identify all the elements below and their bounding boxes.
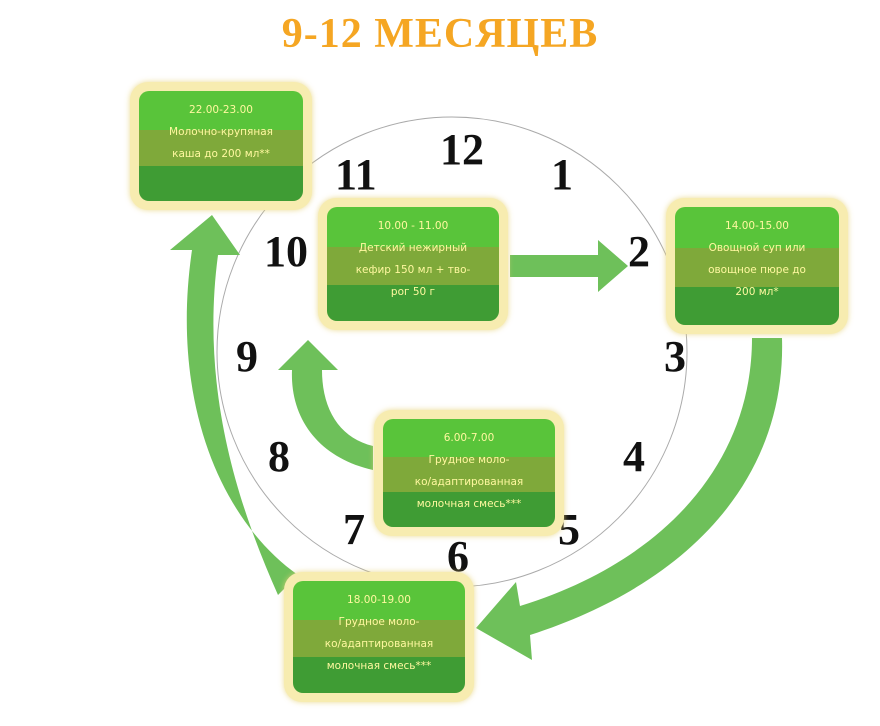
meal-line: каша до 200 мл**: [172, 148, 270, 160]
arrow-morning-to-late-morning: [278, 340, 373, 470]
meal-line: рог 50 г: [390, 286, 436, 298]
meal-card-late-morning: 10.00 - 11.00 Детский нежирный кефир 150…: [318, 198, 508, 330]
arrow-evening-to-night: [170, 215, 298, 595]
clock-number-7: 7: [343, 505, 365, 554]
arrow-to-afternoon: [510, 240, 628, 292]
meal-card-night: 22.00-23.00 Молочно-крупяная каша до 200…: [130, 82, 312, 210]
meal-time: 10.00 - 11.00: [377, 220, 449, 232]
clock-number-10: 10: [264, 227, 308, 276]
clock-number-1: 1: [551, 150, 573, 199]
meal-line: Грудное моло-: [428, 454, 510, 466]
clock-number-3: 3: [664, 332, 686, 381]
clock-number-11: 11: [335, 150, 377, 199]
clock-number-6: 6: [447, 532, 469, 581]
meal-line: молочная смесь***: [326, 660, 432, 672]
meal-line: овощное пюре до: [708, 264, 806, 276]
page-title: 9-12 МЕСЯЦЕВ: [281, 11, 599, 57]
meal-line: ко/адаптированная: [324, 638, 434, 650]
meal-card-afternoon: 14.00-15.00 Овощной суп или овощное пюре…: [666, 198, 848, 334]
clock-number-8: 8: [268, 432, 290, 481]
meal-line: кефир 150 мл + тво-: [355, 264, 471, 276]
meal-time: 14.00-15.00: [725, 220, 789, 232]
meal-line: Молочно-крупяная: [169, 126, 273, 138]
clock-number-4: 4: [623, 432, 645, 481]
clock-number-12: 12: [440, 125, 484, 174]
meal-line: Детский нежирный: [358, 242, 468, 254]
meal-line: 200 мл*: [735, 286, 779, 298]
meal-card-evening: 18.00-19.00 Грудное моло- ко/адаптирован…: [284, 572, 474, 702]
meal-card-morning: 6.00-7.00 Грудное моло- ко/адаптированна…: [374, 410, 564, 536]
arrow-afternoon-to-evening: [476, 338, 783, 660]
clock-number-2: 2: [628, 227, 650, 276]
meal-line: Овощной суп или: [708, 242, 806, 254]
meal-time: 18.00-19.00: [347, 594, 411, 606]
meal-line: Грудное моло-: [338, 616, 420, 628]
clock-number-9: 9: [236, 332, 258, 381]
meal-time: 6.00-7.00: [443, 432, 495, 444]
meal-line: молочная смесь***: [416, 498, 522, 510]
meal-time: 22.00-23.00: [189, 104, 253, 116]
meal-line: ко/адаптированная: [414, 476, 524, 488]
